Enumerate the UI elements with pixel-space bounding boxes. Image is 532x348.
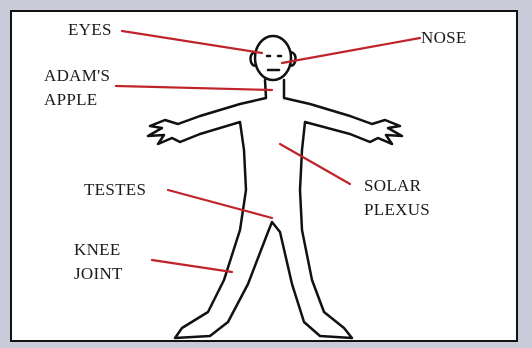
head-outline xyxy=(255,36,291,80)
eyes-label: EYES xyxy=(68,20,112,40)
knee-joint-label-line2: JOINT xyxy=(74,264,123,284)
solar-plexus-pointer xyxy=(280,144,350,184)
adams-apple-label-line2: APPLE xyxy=(44,90,97,110)
testes-pointer xyxy=(168,190,272,218)
knee-joint-label-line1: KNEE xyxy=(74,240,121,260)
nose-label: NOSE xyxy=(421,28,467,48)
knee-joint-pointer xyxy=(152,260,232,272)
pointer-lines xyxy=(116,31,420,272)
adams-apple-pointer xyxy=(116,86,272,90)
adams-apple-label-line1: ADAM'S xyxy=(44,66,110,86)
testes-label: TESTES xyxy=(84,180,146,200)
eyes-pointer xyxy=(122,31,262,53)
solar-plexus-label-line2: PLEXUS xyxy=(364,200,430,220)
nose-pointer xyxy=(282,38,420,63)
solar-plexus-label-line1: SOLAR xyxy=(364,176,421,196)
